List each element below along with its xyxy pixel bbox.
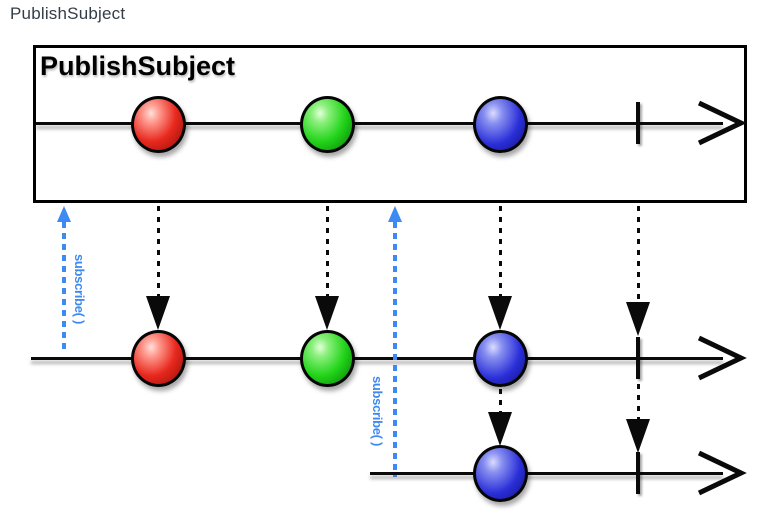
- source-timeline-arrowhead-icon: [697, 100, 747, 146]
- emission-arrow-complete-dash: [637, 206, 640, 302]
- emission-arrow-green-head-icon: [315, 296, 339, 330]
- subscribe2-arrow-dash: [393, 222, 397, 477]
- emission-arrow-green-dash: [326, 206, 329, 296]
- source-timeline-line: [36, 122, 723, 125]
- emission-arrow-complete-head-icon: [626, 302, 650, 336]
- subscriber2-timeline-line: [370, 472, 723, 475]
- subscriber2-complete-tick: [636, 452, 640, 494]
- subscriber1-marble-green: [300, 330, 355, 387]
- subscriber2-marble-blue: [473, 445, 528, 502]
- emission-arrow-blue-head-icon: [488, 296, 512, 330]
- emission2-arrow-complete-head-icon: [626, 419, 650, 453]
- source-marble-blue: [473, 96, 528, 153]
- emission2-arrow-blue-dash: [499, 389, 502, 412]
- subscriber1-timeline-line: [31, 357, 723, 360]
- source-marble-red: [131, 96, 186, 153]
- subscribe1-label: subscribe( ): [72, 253, 87, 325]
- source-complete-tick: [636, 102, 640, 144]
- emission2-arrow-blue-head-icon: [488, 412, 512, 446]
- box-label: PublishSubject: [40, 51, 236, 81]
- subscriber1-marble-blue: [473, 330, 528, 387]
- emission-arrow-blue-dash: [499, 206, 502, 296]
- subscribe2-label: subscribe( ): [370, 375, 385, 447]
- emission2-arrow-complete-dash: [637, 384, 640, 419]
- subscribe2-arrowhead-icon: [388, 206, 402, 222]
- source-marble-green: [300, 96, 355, 153]
- emission-arrow-red-head-icon: [146, 296, 170, 330]
- subscribe1-arrow-dash: [62, 222, 66, 352]
- emission-arrow-red-dash: [157, 206, 160, 296]
- page-title: PublishSubject: [10, 4, 126, 23]
- subscriber1-complete-tick: [636, 337, 640, 379]
- subscriber1-marble-red: [131, 330, 186, 387]
- subscribe1-arrowhead-icon: [57, 206, 71, 222]
- subscriber2-timeline-arrowhead-icon: [697, 450, 747, 496]
- subscriber1-timeline-arrowhead-icon: [697, 335, 747, 381]
